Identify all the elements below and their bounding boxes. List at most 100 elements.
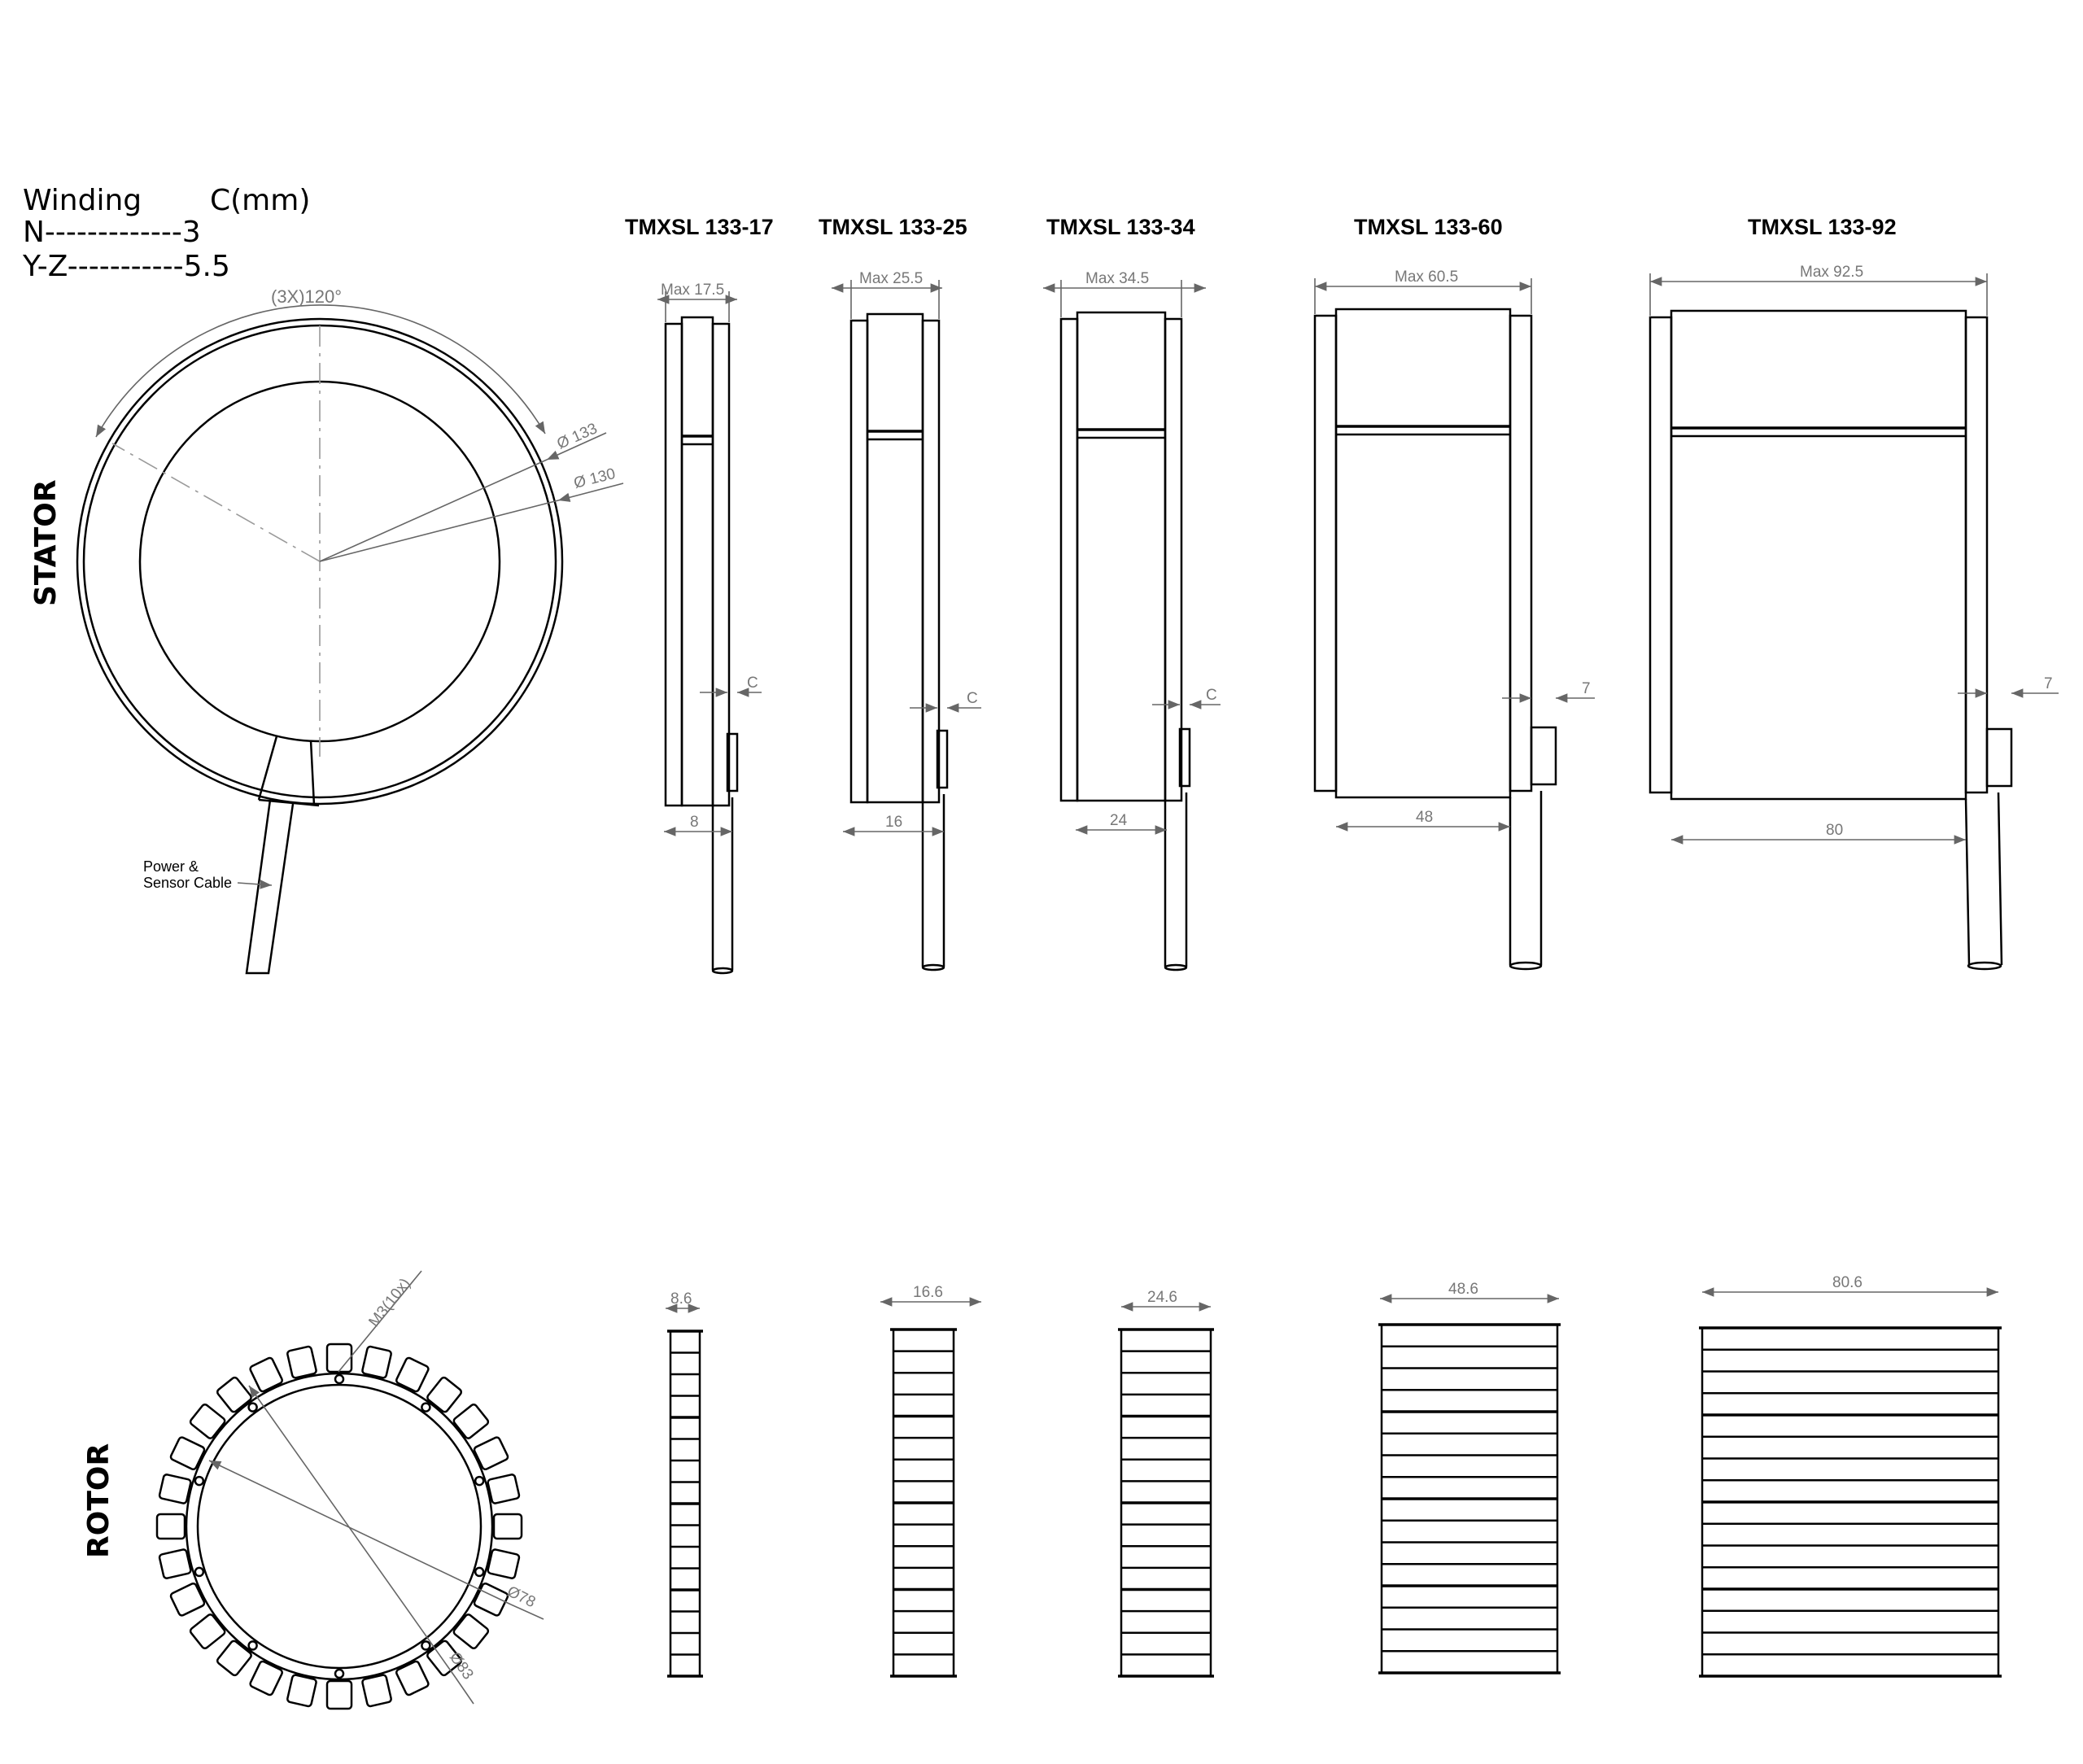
core-width-label: 80: [1826, 822, 1843, 839]
rotor-back-iron-ring: [185, 1372, 494, 1681]
cable-gland: [936, 729, 949, 789]
rotor-magnet: [249, 1660, 283, 1696]
stator-core: [1076, 311, 1167, 802]
rotor-magnet: [473, 1583, 509, 1617]
cable-gland: [1178, 727, 1191, 788]
cable-gland: [726, 732, 739, 792]
d78-leader-ext: [510, 1604, 544, 1620]
rotor-magnet: [492, 1513, 523, 1540]
stator-side-133-34: TMXSL 133-34 Max 34.5 24 C: [1043, 215, 1221, 972]
winding-table: Winding C(mm) N-------------3 Y-Z-------…: [22, 184, 310, 283]
rotor-magnet: [286, 1345, 317, 1379]
angle-label: (3X)120°: [271, 286, 342, 307]
d130-leader: [319, 500, 559, 562]
model-title: TMXSL 133-34: [1046, 215, 1195, 239]
mounting-hole: [194, 1566, 205, 1578]
cable-note-line2: Sensor Cable: [143, 875, 232, 891]
m3-holes-label: M3(10x): [365, 1275, 413, 1330]
cable: [711, 797, 734, 970]
mounting-hole: [194, 1475, 205, 1487]
cable-gland: [1530, 726, 1557, 786]
rotor-mounting-holes: [194, 1373, 485, 1679]
mounting-hole: [474, 1475, 485, 1487]
d130-leader-ext: [557, 482, 624, 502]
stator-outer-ring: [76, 317, 564, 806]
rotor-width-label: 80.6: [1832, 1274, 1862, 1291]
rotor-magnet: [426, 1376, 463, 1413]
m3-leader: [338, 1270, 422, 1373]
end-plate-left: [1648, 316, 1673, 794]
mounting-hole: [247, 1640, 258, 1651]
rotor-inner-bore: [196, 1383, 483, 1670]
model-title: TMXSL 133-17: [625, 215, 774, 239]
rotor-magnet: [158, 1474, 192, 1504]
winding-header: Winding: [23, 184, 142, 217]
rotor-magnet: [452, 1613, 490, 1650]
cable-end: [921, 963, 945, 972]
c-label: C: [747, 675, 758, 692]
cable-end: [1967, 961, 2002, 971]
rotor-magnet: [473, 1436, 509, 1470]
power-sensor-cable: [245, 799, 295, 975]
rotor-magnet: [487, 1474, 521, 1504]
rotor-label: ROTOR: [82, 1443, 116, 1558]
end-plate-right: [711, 322, 731, 807]
stator-label: STATOR: [29, 479, 63, 606]
end-plate-right: [921, 319, 941, 804]
c-label: C: [1206, 687, 1217, 704]
rotor-width-label: 48.6: [1448, 1281, 1478, 1298]
mounting-hole: [334, 1668, 345, 1679]
cable: [921, 794, 945, 967]
rotor-magnet: [452, 1403, 490, 1439]
stator-front-view: (3X)120° Ø 133 Ø 130 Power & Sensor Cabl…: [76, 286, 624, 975]
d83-leader-ext: [455, 1677, 474, 1705]
rotor-magnet: [395, 1660, 430, 1696]
rotor-side-views: 8.6 16.6 24.6 48.6 80.6: [666, 1274, 2002, 1678]
cable-end: [1164, 963, 1188, 972]
core-width-label: 8: [690, 814, 699, 831]
max-width-label: Max 34.5: [1085, 270, 1149, 287]
stator-core: [680, 316, 714, 807]
d83-label: Ø83: [446, 1649, 477, 1683]
rotor-side-133-34: 24.6: [1118, 1289, 1214, 1678]
rotor-magnet: [361, 1345, 392, 1379]
max-width-label: Max 17.5: [661, 282, 724, 299]
stator-side-133-25: TMXSL 133-25 Max 25.5 16 C: [819, 215, 981, 972]
angle-dimension-arc: [95, 304, 546, 438]
c-label: 7: [1582, 680, 1591, 697]
stator-core: [1334, 308, 1512, 799]
d83-leader: [248, 1385, 456, 1679]
rotor-magnet: [216, 1376, 252, 1413]
cable-outlet: [257, 736, 320, 807]
cable-note-leader: [237, 880, 273, 889]
cable-gland: [1985, 727, 2013, 788]
winding-row-n: N-------------3: [23, 216, 201, 249]
end-plate-right: [1509, 314, 1533, 792]
winding-row-yz: Y-Z-----------5.5: [22, 250, 230, 283]
rotor-magnet: [487, 1548, 521, 1579]
rotor-magnet: [286, 1674, 317, 1708]
core-width-label: 24: [1110, 812, 1128, 829]
end-plate-left: [849, 319, 869, 804]
d133-leader: [319, 459, 548, 562]
cable-end: [711, 967, 734, 975]
mounting-hole: [421, 1402, 431, 1413]
rotor-magnet: [169, 1436, 206, 1470]
d133-label: Ø 133: [554, 420, 600, 452]
stator-side-133-17: TMXSL 133-17 Max 17.5 8 C: [625, 215, 774, 975]
rotor-side-133-60: 48.6: [1378, 1281, 1561, 1674]
rotor-magnet: [249, 1356, 283, 1393]
rotor-magnet: [158, 1548, 192, 1579]
model-title: TMXSL 133-60: [1354, 215, 1503, 239]
rotor-magnets: [155, 1343, 523, 1710]
core-width-label: 16: [885, 814, 902, 831]
stator-core: [1670, 309, 1967, 801]
rotor-magnet: [169, 1583, 206, 1617]
d78-leader: [208, 1460, 512, 1605]
stator-side-views: TMXSL 133-17 Max 17.5 8 C TMXSL 133-25: [625, 215, 2059, 975]
rotor-magnet: [325, 1343, 353, 1373]
end-plate-left: [1059, 317, 1079, 802]
c-mm-header: C(mm): [210, 184, 310, 217]
rotor-magnet: [155, 1513, 186, 1540]
